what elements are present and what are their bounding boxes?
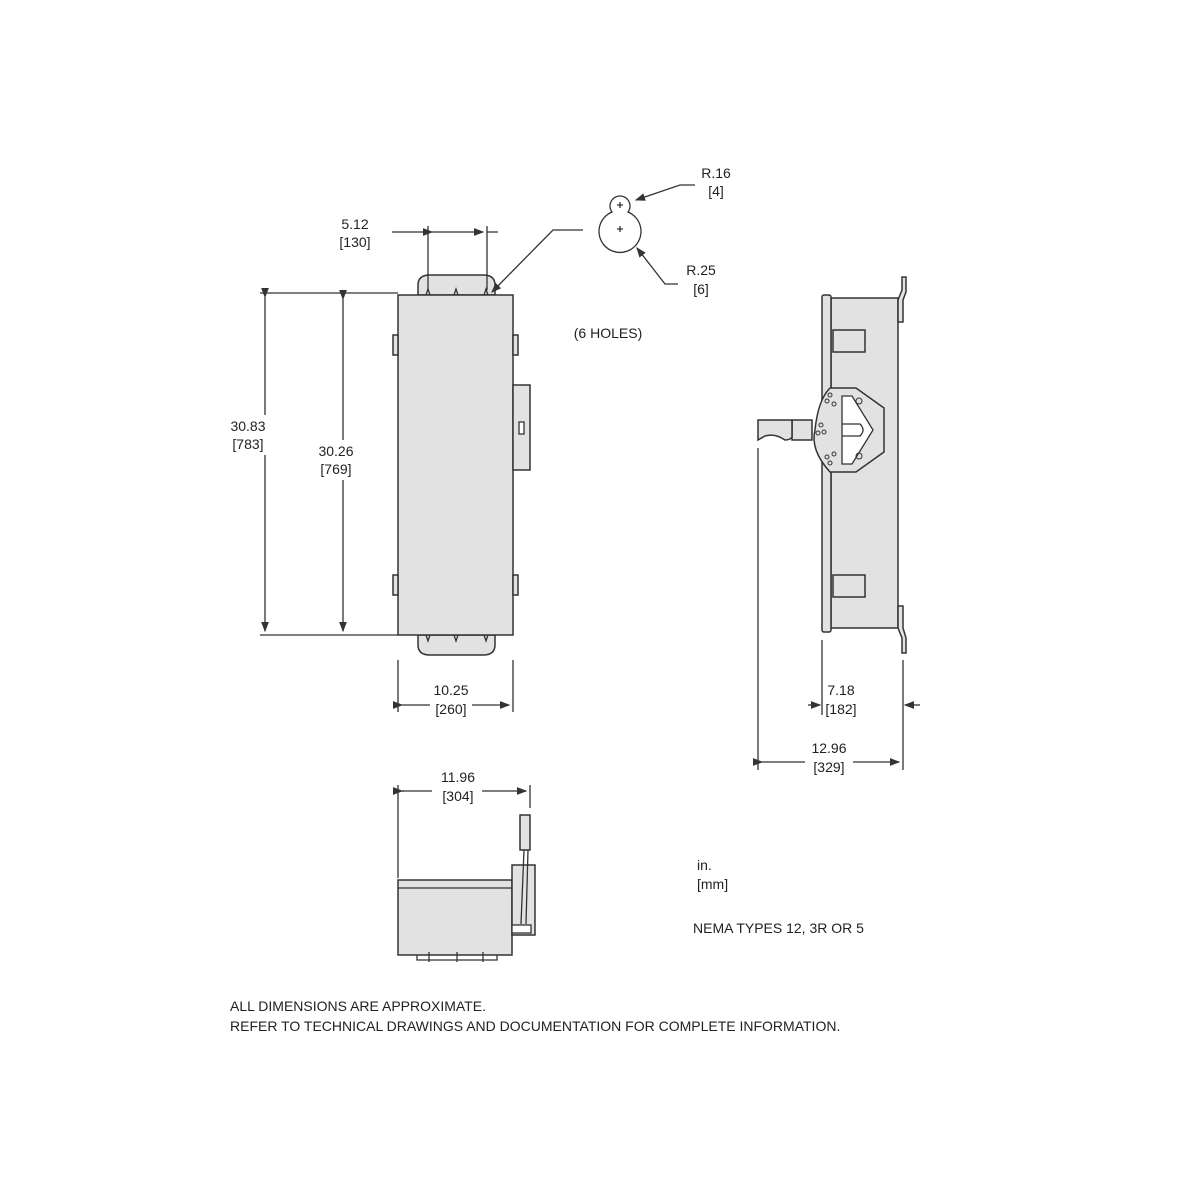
enclosure-body — [397, 294, 514, 636]
nema-rating: NEMA TYPES 12, 3R OR 5 — [693, 920, 864, 936]
dim-30-83-mm: [783] — [232, 436, 263, 452]
dim-11-96-mm: [304] — [442, 788, 473, 804]
top-mounting-flange — [417, 274, 496, 296]
keyhole-small-radius-mm: [4] — [708, 183, 724, 199]
keyhole-small-radius-in: R.16 — [701, 165, 731, 181]
dim-10-25-mm: [260] — [435, 701, 466, 717]
side-dimension-lines — [752, 448, 920, 770]
dim-30-83-in: 30.83 — [230, 418, 265, 434]
dim-12-96-in: 12.96 — [811, 740, 846, 756]
note-approximate: ALL DIMENSIONS ARE APPROXIMATE. — [230, 998, 486, 1014]
note-reference: REFER TO TECHNICAL DRAWINGS AND DOCUMENT… — [230, 1018, 840, 1034]
side-view — [757, 276, 907, 654]
dim-11-96-in: 11.96 — [441, 769, 475, 785]
bottom-view — [392, 785, 536, 962]
units-legend-in: in. — [697, 857, 712, 873]
bottom-mounting-flange — [417, 634, 496, 656]
dim-30-26-mm: [769] — [320, 461, 351, 477]
dim-10-25-in: 10.25 — [433, 682, 468, 698]
front-view — [392, 274, 531, 656]
operating-handle — [757, 419, 793, 442]
dim-12-96-mm: [329] — [813, 759, 844, 775]
dimension-lines — [260, 226, 583, 712]
hole-count-label: (6 HOLES) — [574, 325, 642, 341]
bottom-handle — [519, 814, 531, 851]
dim-30-26-in: 30.26 — [318, 443, 353, 459]
keyhole-large-radius-mm: [6] — [693, 281, 709, 297]
bottom-body — [397, 879, 513, 956]
dim-7-18-in: 7.18 — [827, 682, 854, 698]
keyhole-large-radius-in: R.25 — [686, 262, 716, 278]
units-legend-mm: [mm] — [697, 876, 728, 892]
dim-5-12-mm: [130] — [339, 234, 370, 250]
dim-7-18-mm: [182] — [825, 701, 856, 717]
keyhole-detail — [598, 184, 695, 285]
dim-5-12-in: 5.12 — [341, 216, 368, 232]
